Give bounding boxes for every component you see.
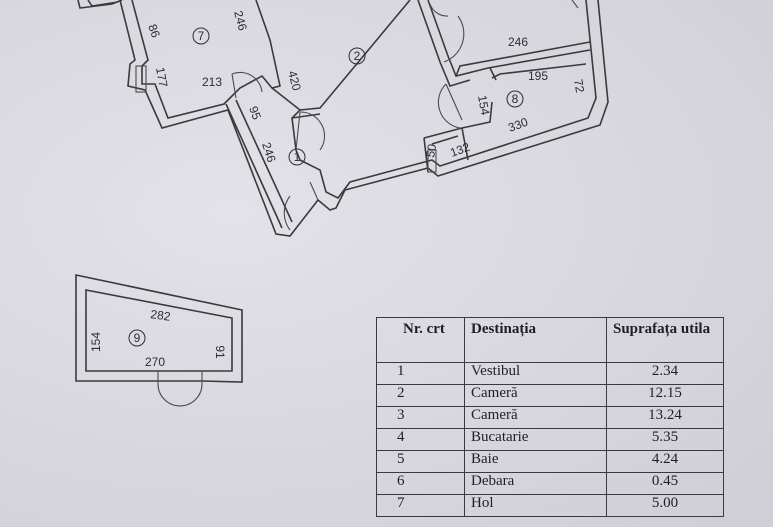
dim-label: 246 <box>508 35 528 49</box>
table-row: 3 Cameră 13.24 <box>376 406 724 429</box>
room-markers: 7 2 1 8 9 <box>128 27 524 347</box>
dim-label: 246 <box>231 9 250 32</box>
upper-plan-walls <box>77 0 609 237</box>
dim-label: 282 <box>150 307 172 324</box>
room-marker-8: 8 <box>506 90 524 108</box>
row-destinatia: Hol <box>464 494 607 517</box>
table-row: 4 Bucatarie 5.35 <box>376 428 724 451</box>
row-nr: 2 <box>376 384 465 407</box>
row-suprafata: 12.15 <box>606 384 724 407</box>
dim-label: 420 <box>285 69 304 92</box>
room-marker-9: 9 <box>128 329 146 347</box>
table-row: 2 Cameră 12.15 <box>376 384 724 407</box>
row-suprafata: 5.35 <box>606 428 724 451</box>
row-nr: 7 <box>376 494 465 517</box>
dim-label: 91 <box>213 345 227 359</box>
row-destinatia: Cameră <box>464 406 607 429</box>
dim-label: 154 <box>89 332 103 352</box>
lower-plan-walls <box>75 274 243 407</box>
table-header-row: Nr. crt Destinația Suprafața utila <box>376 317 724 363</box>
header-nr: Nr. crt <box>376 317 465 363</box>
dim-label: 195 <box>528 69 548 83</box>
svg-text:8: 8 <box>512 92 519 106</box>
header-suprafata: Suprafața utila <box>606 317 724 363</box>
dim-label: 213 <box>202 75 222 89</box>
row-destinatia: Baie <box>464 450 607 473</box>
dim-label: 270 <box>145 355 165 369</box>
row-nr: 6 <box>376 472 465 495</box>
lower-dimensions: 282 154 270 91 <box>89 307 227 369</box>
row-suprafata: 2.34 <box>606 362 724 385</box>
table-row: 1 Vestibul 2.34 <box>376 362 724 385</box>
svg-text:1: 1 <box>294 150 301 164</box>
row-suprafata: 0.45 <box>606 472 724 495</box>
dim-label: 132 <box>448 140 472 160</box>
upper-dimensions: 86 246 177 213 95 420 246 246 195 72 154… <box>145 9 587 164</box>
table-row: 7 Hol 5.00 <box>376 494 724 517</box>
dim-label: 86 <box>145 22 163 40</box>
room-marker-1: 1 <box>288 148 306 166</box>
dim-label: 95 <box>246 104 264 122</box>
row-nr: 5 <box>376 450 465 473</box>
room-marker-2: 2 <box>348 47 366 65</box>
dim-label: 50 <box>423 143 439 159</box>
row-suprafata: 5.00 <box>606 494 724 517</box>
table-row: 6 Debara 0.45 <box>376 472 724 495</box>
room-marker-7: 7 <box>192 27 210 45</box>
dim-label: 72 <box>571 78 587 94</box>
row-nr: 4 <box>376 428 465 451</box>
svg-text:7: 7 <box>198 29 205 43</box>
header-destinatia: Destinația <box>464 317 607 363</box>
row-nr: 3 <box>376 406 465 429</box>
row-destinatia: Cameră <box>464 384 607 407</box>
rooms-table: Nr. crt Destinația Suprafața utila 1 Ves… <box>376 317 724 517</box>
table-row: 5 Baie 4.24 <box>376 450 724 473</box>
dim-label: 330 <box>506 115 530 135</box>
dim-label: 177 <box>153 66 170 88</box>
row-destinatia: Vestibul <box>464 362 607 385</box>
row-destinatia: Debara <box>464 472 607 495</box>
row-destinatia: Bucatarie <box>464 428 607 451</box>
row-suprafata: 4.24 <box>606 450 724 473</box>
svg-text:9: 9 <box>134 331 141 345</box>
row-nr: 1 <box>376 362 465 385</box>
svg-text:2: 2 <box>354 49 361 63</box>
dim-label: 246 <box>259 141 279 165</box>
row-suprafata: 13.24 <box>606 406 724 429</box>
dim-label: 154 <box>475 94 492 116</box>
